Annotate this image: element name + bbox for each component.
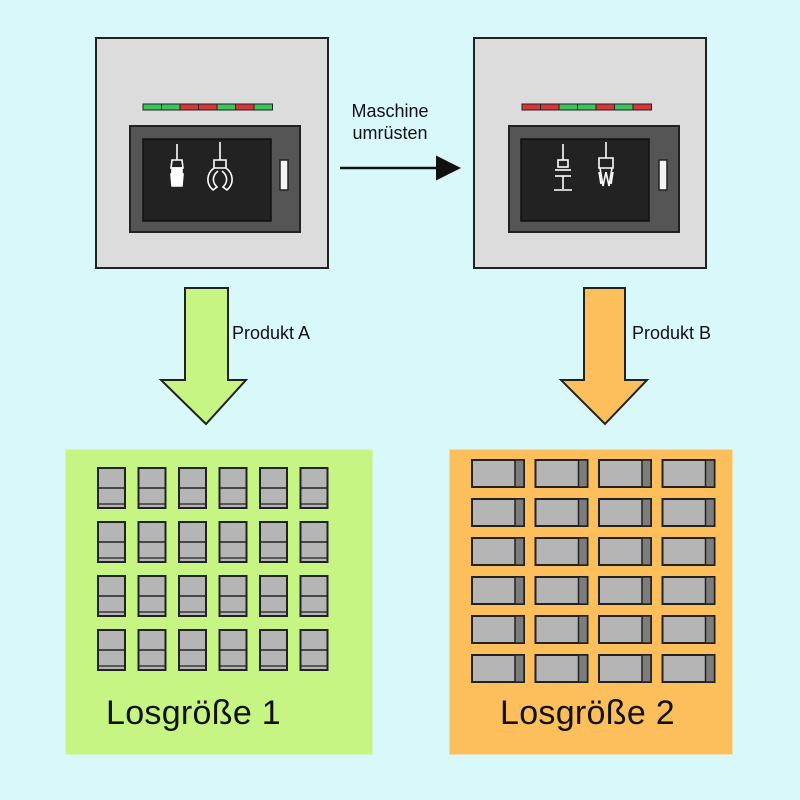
batch-1-item [299, 467, 329, 509]
batch-2-item [471, 654, 525, 683]
batch-1-item [97, 575, 126, 617]
batch-2-item [471, 615, 525, 644]
machine-b-handle [658, 159, 668, 191]
batch-2-item [661, 654, 716, 683]
batch-1-item [97, 467, 126, 509]
batch-1-item [259, 467, 288, 509]
product-a-arrow [158, 287, 249, 426]
machine-b-screen [520, 138, 650, 222]
batch-2-item [598, 459, 652, 488]
batch-1-item [137, 467, 167, 509]
batch-1-item [299, 629, 329, 671]
batch-2-item [471, 459, 525, 488]
batch-2-item [598, 615, 652, 644]
machine-a-status-leds [142, 103, 273, 111]
batch-1-item [299, 521, 329, 563]
machine-b-led-red [632, 103, 652, 111]
batch-1-item [218, 629, 248, 671]
machine-b-led-red [540, 103, 560, 111]
machine-a-led-red [198, 103, 218, 111]
machine-a-led-green [142, 103, 162, 111]
batch-2-item [661, 459, 716, 488]
machine-b-status-leds [521, 103, 652, 111]
batch-1-item [178, 629, 207, 671]
batch-2-item [534, 459, 589, 488]
batch-1-item [259, 575, 288, 617]
product-b-label: Produkt B [632, 323, 712, 343]
machine-b-led-green [577, 103, 597, 111]
machine-b-led-red [595, 103, 615, 111]
batch-1-item [218, 467, 248, 509]
gripper-claw-tool-icon [207, 142, 233, 192]
batch-2-item [661, 537, 716, 566]
machine-a-led-green [216, 103, 236, 111]
batch-1-item [218, 575, 248, 617]
product-b-arrow [558, 287, 650, 426]
batch-2-item [661, 576, 716, 605]
batch-1-item [218, 521, 248, 563]
batch-2-title: Losgröße 2 [500, 694, 675, 732]
batch-2-item [471, 537, 525, 566]
pointed-gripper-tool-icon [598, 142, 614, 187]
batch-2-item [534, 615, 589, 644]
batch-2-item [661, 615, 716, 644]
batch-1-items [97, 467, 329, 671]
batch-1-item [178, 575, 207, 617]
spindle-tool-icon [554, 144, 572, 191]
batch-2-items [471, 459, 716, 683]
batch-2-item [534, 498, 589, 527]
batch-1-item [137, 521, 167, 563]
machine-b-led-red [521, 103, 541, 111]
batch-2-item [598, 576, 652, 605]
machine-a-led-green [253, 103, 273, 111]
batch-2-item [471, 498, 525, 527]
suction-cup-tool-icon [170, 144, 184, 187]
batch-1-item [259, 521, 288, 563]
batch-1-item [137, 629, 167, 671]
batch-2-item [534, 654, 589, 683]
machine-a-handle [279, 159, 289, 191]
batch-2-item [661, 498, 716, 527]
machine-b-led-green [558, 103, 578, 111]
batch-1-item [178, 467, 207, 509]
changeover-label: Maschine umrüsten [330, 100, 450, 144]
batch-1-item [97, 629, 126, 671]
machine-a [95, 37, 329, 269]
machine-a-screen [142, 138, 272, 222]
machine-a-led-red [179, 103, 199, 111]
batch-2-item [598, 537, 652, 566]
machine-b [473, 37, 707, 269]
batch-1-item [299, 575, 329, 617]
batch-2-item [598, 498, 652, 527]
batch-2-item [534, 576, 589, 605]
batch-2-item [598, 654, 652, 683]
machine-a-led-green [161, 103, 181, 111]
batch-1-item [97, 521, 126, 563]
batch-1-item [259, 629, 288, 671]
machine-b-led-green [614, 103, 634, 111]
changeover-label-line2: umrüsten [352, 123, 428, 143]
changeover-label-line1: Maschine [351, 101, 429, 121]
machine-a-led-red [235, 103, 255, 111]
product-a-label: Produkt A [232, 323, 311, 343]
batch-1-item [137, 575, 167, 617]
batch-1-item [178, 521, 207, 563]
batch-2-item [471, 576, 525, 605]
batch-2-item [534, 537, 589, 566]
batch-1-title: Losgröße 1 [106, 694, 281, 732]
